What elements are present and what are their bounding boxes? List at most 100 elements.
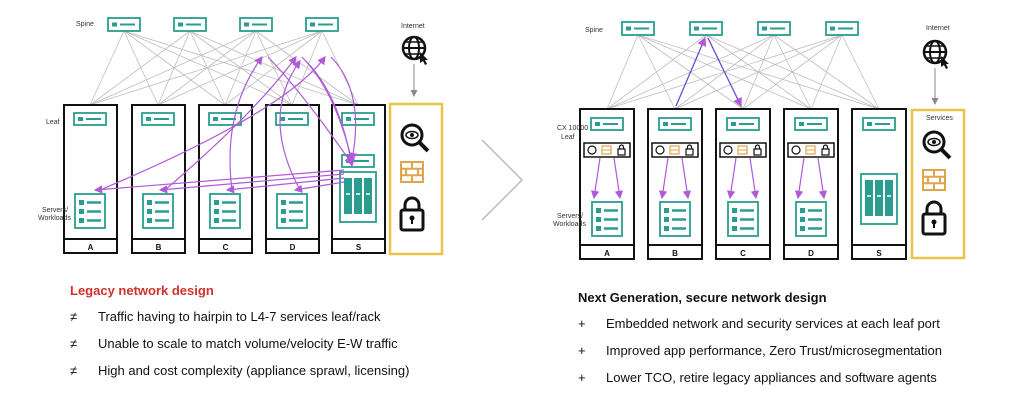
mini-padlock-shackle — [618, 144, 625, 149]
hairpin-traffic-left — [93, 56, 358, 194]
rack-frame — [131, 104, 186, 254]
rack-label: B — [672, 249, 678, 258]
globe-icon — [922, 39, 949, 69]
mesh-link — [224, 30, 323, 106]
next-gen-heading: Next Generation, secure network design — [578, 290, 827, 305]
mesh-link — [123, 30, 159, 106]
switch-port — [280, 117, 285, 121]
switch-icon — [689, 21, 723, 36]
magnifier-eye-icon — [922, 130, 952, 160]
switch-icon — [107, 17, 141, 32]
switch-port — [244, 22, 249, 27]
server-icon — [591, 201, 623, 237]
hairpin-up — [164, 56, 297, 191]
switch-port — [867, 122, 872, 126]
server-icon — [659, 201, 691, 237]
server-led — [596, 217, 601, 222]
blade-chassis-icon — [339, 171, 377, 223]
switch-icon — [208, 112, 242, 126]
embedded-services-row — [787, 142, 835, 158]
mesh-link — [123, 30, 226, 106]
server-led — [596, 226, 601, 231]
switch-port — [178, 22, 183, 27]
mesh-link — [89, 30, 125, 106]
mesh-link — [606, 34, 639, 110]
switch-icon — [621, 21, 655, 36]
mesh-link — [89, 30, 191, 106]
switch-icon — [757, 21, 791, 36]
mini-padlock-icon — [821, 148, 830, 156]
mesh-link — [674, 34, 843, 110]
switch-port — [799, 122, 804, 126]
switch-icon — [825, 21, 859, 36]
legacy-bullet-2: ≠Unable to scale to match volume/velocit… — [70, 336, 398, 351]
services-box-right — [910, 108, 966, 260]
server-led — [596, 208, 601, 213]
mini-magnifier-icon — [791, 145, 801, 155]
leaf-label-left: Leaf — [46, 119, 60, 126]
rack-label: A — [88, 243, 94, 252]
globe-icon — [401, 35, 428, 65]
mesh-link — [157, 30, 323, 106]
legacy-bullet-text: High and cost complexity (appliance spra… — [98, 363, 410, 378]
not-equal-bullet: ≠ — [70, 336, 78, 351]
plus-bullet: + — [578, 343, 586, 358]
mesh-link — [841, 34, 880, 110]
mesh-link — [157, 30, 191, 106]
mesh-link — [606, 34, 707, 110]
legacy-heading: Legacy network design — [70, 283, 214, 298]
spine-label-left: Spine — [76, 21, 94, 28]
server-icon — [209, 193, 241, 229]
hairpin-up — [279, 60, 301, 191]
server-led — [800, 217, 805, 222]
switch-port — [762, 26, 767, 31]
mesh-link — [89, 30, 257, 106]
hairpin-up — [229, 56, 263, 191]
next-gen-bullet-text: Embedded network and security services a… — [606, 316, 940, 331]
rack-label: A — [604, 249, 610, 258]
server-led — [214, 218, 219, 223]
hairpin-up — [99, 56, 326, 191]
blade — [354, 178, 362, 214]
next-gen-bullet-3: +Lower TCO, retire legacy appliances and… — [578, 370, 937, 385]
server-icon — [276, 193, 308, 229]
switch-icon — [726, 117, 760, 131]
padlock-icon — [399, 196, 425, 232]
switch-icon — [341, 112, 375, 126]
embedded-services-row — [719, 142, 767, 158]
server-led — [281, 218, 286, 223]
server-led — [147, 200, 152, 205]
magnifier-eye-icon — [400, 123, 430, 153]
server-led — [732, 226, 737, 231]
services-label: Services — [926, 115, 953, 122]
switch-icon — [173, 17, 207, 32]
rack-label: S — [876, 249, 882, 258]
server-led — [664, 208, 669, 213]
hairpin-return — [93, 169, 345, 194]
switch-port — [731, 122, 736, 126]
blade — [344, 178, 352, 214]
rack-label: S — [356, 243, 362, 252]
hairpin-down — [267, 56, 353, 165]
mesh-link — [189, 30, 293, 106]
switch-icon — [275, 112, 309, 126]
not-equal-bullet: ≠ — [70, 363, 78, 378]
spine-leaf-mesh-left — [89, 30, 359, 106]
blade — [364, 178, 372, 214]
spine-leaf-mesh-right — [606, 34, 880, 110]
server-led — [79, 200, 84, 205]
spine-switches — [107, 17, 859, 36]
switch-port — [146, 117, 151, 121]
next-gen-bullet-2: +Improved app performance, Zero Trust/mi… — [578, 343, 942, 358]
mesh-link — [123, 30, 293, 106]
switch-port — [112, 22, 117, 27]
server-led — [664, 217, 669, 222]
local-flow — [613, 157, 624, 200]
hairpin-down — [330, 56, 358, 162]
server-led — [214, 209, 219, 214]
server-led — [79, 218, 84, 223]
services-box-left — [388, 102, 444, 256]
padlock-icon — [921, 200, 947, 236]
